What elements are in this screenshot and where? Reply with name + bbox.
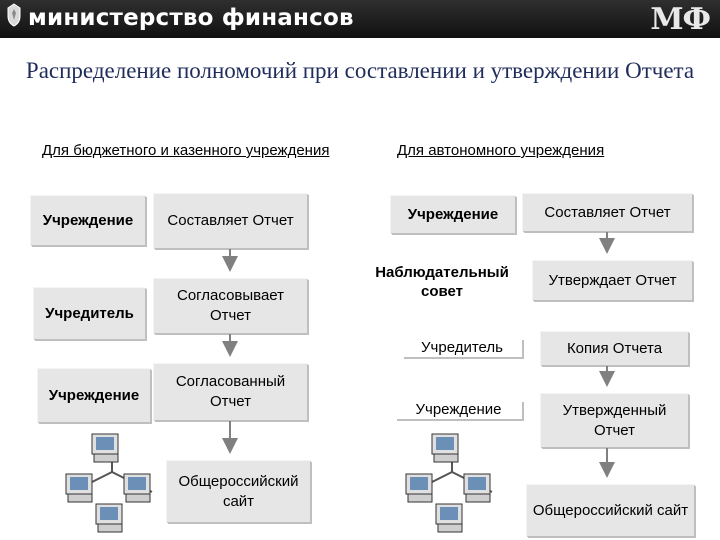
right-actor-institution-1: Учреждение xyxy=(390,195,515,233)
page-title: Распределение полномочий при составлении… xyxy=(25,58,695,83)
left-step-site: Общероссийский сайт xyxy=(166,460,310,522)
left-actor-founder: Учредитель xyxy=(33,287,145,339)
computer-network-icon xyxy=(405,433,493,533)
right-column-heading: Для автономного учреждения xyxy=(397,142,605,159)
left-step-approve: Согласовывает Отчет xyxy=(153,278,307,333)
right-step-compose: Составляет Отчет xyxy=(522,193,692,231)
right-step-approved: Утвержденный Отчет xyxy=(540,393,688,447)
right-step-approve: Утверждает Отчет xyxy=(532,260,692,300)
left-actor-institution-2: Учреждение xyxy=(37,368,150,422)
left-step-compose: Составляет Отчет xyxy=(153,193,307,248)
ministry-title: министерство финансов xyxy=(28,5,354,31)
left-actor-institution-1: Учреждение xyxy=(30,195,145,245)
coat-of-arms-icon xyxy=(7,3,21,27)
right-step-copy: Копия Отчета xyxy=(540,331,688,365)
right-step-site: Общероссийский сайт xyxy=(526,484,694,536)
header-banner: министерство финансов МФ xyxy=(0,0,720,38)
computer-network-icon xyxy=(65,433,153,533)
right-actor-institution-2: Учреждение xyxy=(395,400,522,419)
right-actor-supervisory-board: Наблюдательный совет xyxy=(375,264,509,300)
left-column-heading: Для бюджетного и казенного учреждения xyxy=(42,142,330,159)
right-actor-founder: Учредитель xyxy=(402,338,522,357)
ministry-logo: МФ xyxy=(650,2,711,37)
left-step-agreed: Согласованный Отчет xyxy=(153,363,307,420)
